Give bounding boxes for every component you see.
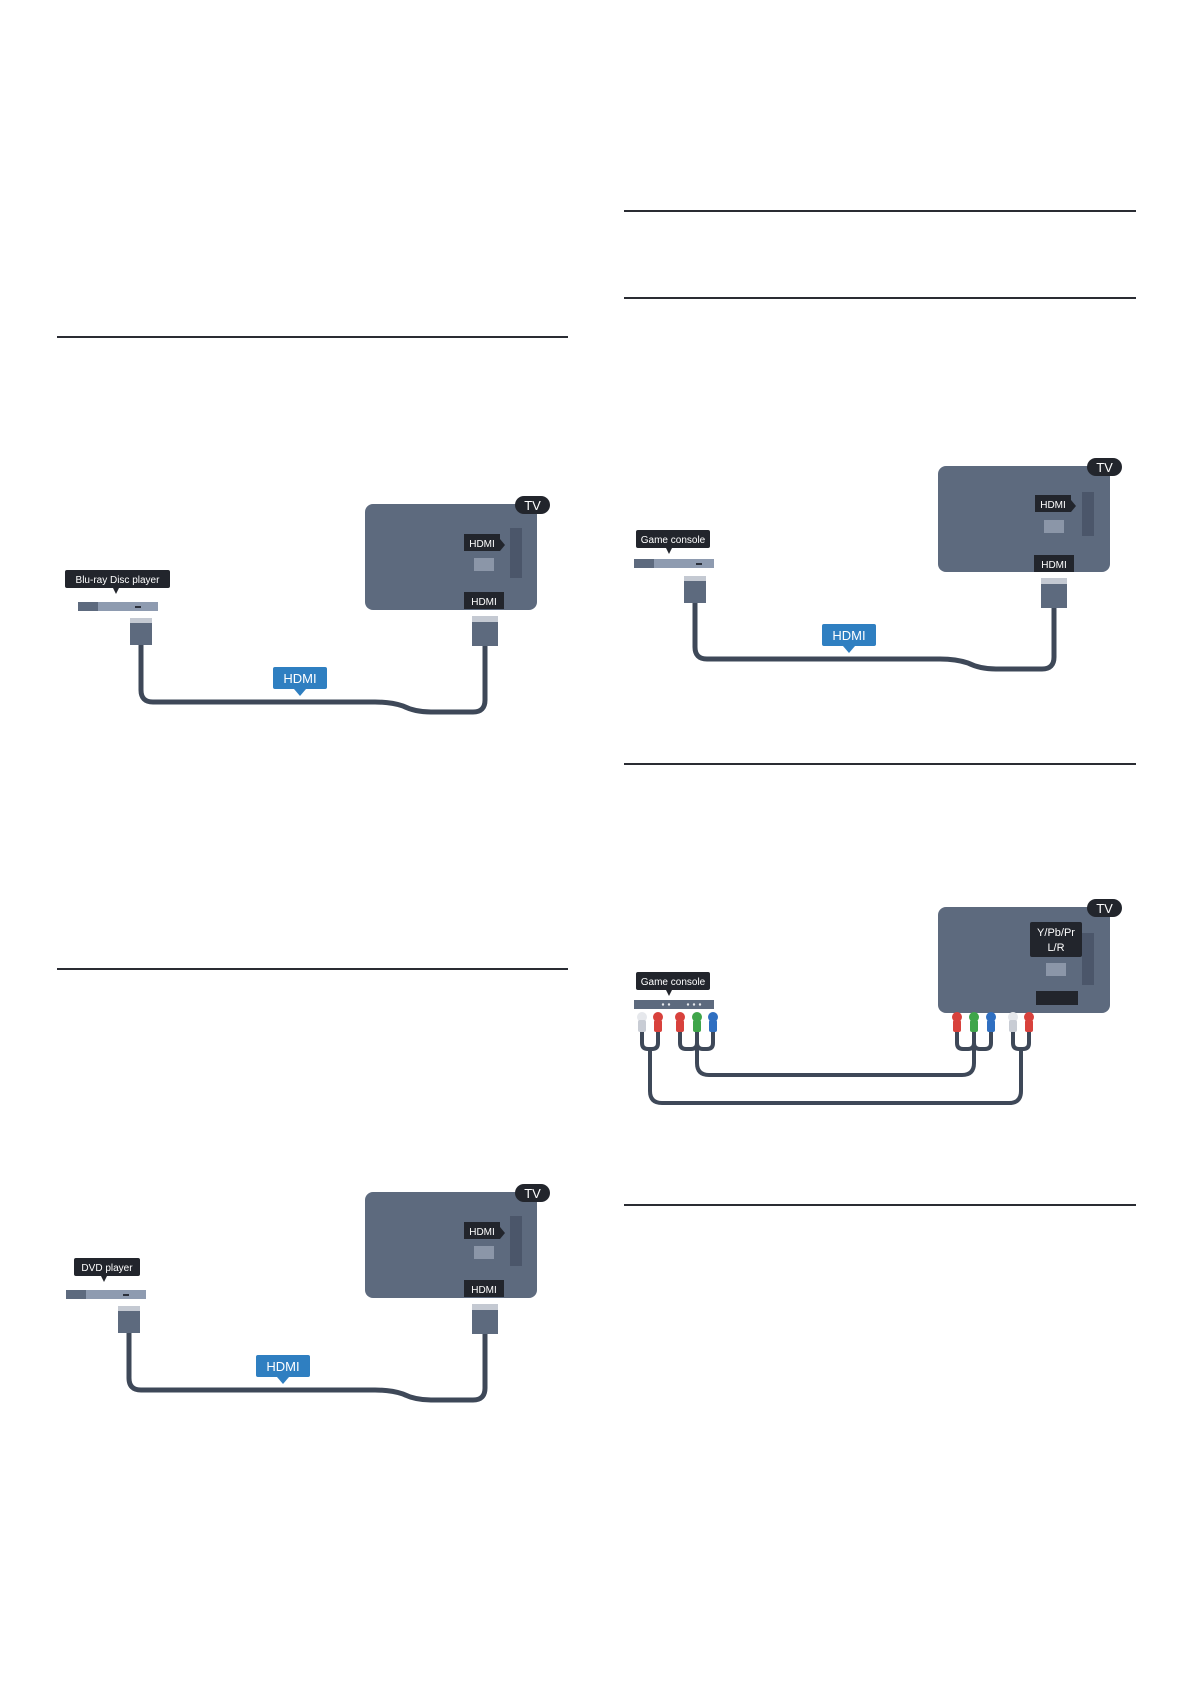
- audio-cable: [640, 1032, 1031, 1105]
- tv-badge: [1087, 899, 1122, 917]
- hdmi-port-label-bottom: HDMI: [471, 1285, 497, 1296]
- tv-side-slot: [510, 1216, 522, 1266]
- component-video-cable: [678, 1032, 993, 1077]
- tv-badge: [1087, 458, 1122, 476]
- hdmi-port-label-bottom-bg: [1034, 555, 1074, 572]
- device-hdmi-plug-body: [130, 623, 152, 645]
- component-port-label-bg: [1030, 922, 1082, 957]
- device-hdmi-plug-head: [684, 576, 706, 581]
- hdmi-port-label-top-bg: [1035, 495, 1071, 512]
- device-label: Game console: [641, 977, 706, 988]
- hdmi-port-label-bottom: HDMI: [1041, 560, 1067, 571]
- tv-hdmi-plug-body: [472, 1310, 498, 1334]
- device-label-bg: [65, 570, 170, 588]
- hdmi-port-label-bottom-bg: [464, 1280, 504, 1297]
- device-hdmi-plug-head: [130, 618, 152, 623]
- section-rule-right-1: [624, 210, 1136, 212]
- tv-side-slot: [1082, 492, 1094, 536]
- bluray-hdmi-diagram: TV HDMI HDMI Blu-ray Disc player HDMI: [55, 490, 565, 720]
- device-hdmi-plug-body: [684, 581, 706, 603]
- tv-hdmi-plug-body: [1041, 584, 1067, 608]
- hdmi-cable-label-bg: [822, 624, 876, 646]
- component-port-label-line2: L/R: [1047, 942, 1064, 954]
- hdmi-cable-label-bg: [273, 667, 327, 689]
- tv-hdmi-plug-head: [1041, 578, 1067, 584]
- device-label-bg: [636, 530, 710, 548]
- device-label: Game console: [641, 535, 706, 546]
- hdmi-cable: [692, 603, 1057, 672]
- tv-badge-label: TV: [1096, 901, 1113, 916]
- tv-side-slot: [1082, 933, 1094, 985]
- device-body: [634, 559, 714, 568]
- tv-badge-label: TV: [524, 498, 541, 513]
- dvd-hdmi-diagram: TV HDMI HDMI DVD player HDMI: [55, 1178, 565, 1408]
- device-label-bg: [74, 1258, 140, 1276]
- hdmi-port-label-top: HDMI: [469, 539, 495, 550]
- component-port-label-line1: Y/Pb/Pr: [1037, 927, 1075, 939]
- tv-body: [365, 504, 537, 610]
- device-body: [634, 1000, 714, 1009]
- tv-body: [365, 1192, 537, 1298]
- hdmi-port-socket: [474, 1246, 494, 1259]
- game-console-component-diagram: TV Y/Pb/Pr L/R Game console: [630, 893, 1140, 1123]
- device-hdmi-plug-body: [118, 1311, 140, 1333]
- hdmi-cable: [126, 1333, 488, 1403]
- tv-side-slot: [510, 528, 522, 578]
- hdmi-cable-label: HDMI: [832, 628, 865, 643]
- device-rca-plugs: [637, 1012, 718, 1032]
- hdmi-port-label-top-bg: [464, 534, 500, 551]
- section-rule-left-2: [57, 968, 568, 970]
- tv-badge: [515, 1184, 550, 1202]
- game-console-hdmi-diagram: TV HDMI HDMI Game console HDMI: [630, 452, 1140, 682]
- tv-hdmi-plug-head: [472, 616, 498, 622]
- hdmi-cable-label: HDMI: [266, 1359, 299, 1374]
- hdmi-port-label-top: HDMI: [469, 1227, 495, 1238]
- device-label: Blu-ray Disc player: [76, 575, 161, 586]
- hdmi-cable: [138, 645, 488, 715]
- device-label: DVD player: [81, 1263, 133, 1274]
- device-body: [78, 602, 158, 611]
- section-rule-left-1: [57, 336, 568, 338]
- hdmi-port-socket: [474, 558, 494, 571]
- hdmi-cable-label: HDMI: [283, 671, 316, 686]
- section-rule-right-2: [624, 297, 1136, 299]
- tv-badge-label: TV: [524, 1186, 541, 1201]
- tv-body: [938, 466, 1110, 572]
- device-label-bg: [636, 972, 710, 990]
- tv-bottom-strip: [1036, 991, 1078, 1005]
- hdmi-port-label-bottom: HDMI: [471, 597, 497, 608]
- hdmi-cable-label-bg: [256, 1355, 310, 1377]
- hdmi-port-label-top: HDMI: [1040, 500, 1066, 511]
- tv-badge: [515, 496, 550, 514]
- component-port-socket: [1046, 963, 1066, 976]
- section-rule-right-3: [624, 763, 1136, 765]
- hdmi-port-socket: [1044, 520, 1064, 533]
- tv-rca-plugs: [952, 1012, 1034, 1032]
- hdmi-port-label-top-bg: [464, 1222, 500, 1239]
- device-body: [66, 1290, 146, 1299]
- section-rule-right-4: [624, 1204, 1136, 1206]
- tv-badge-label: TV: [1096, 460, 1113, 475]
- tv-hdmi-plug-body: [472, 622, 498, 646]
- device-hdmi-plug-head: [118, 1306, 140, 1311]
- hdmi-port-label-bottom-bg: [464, 592, 504, 609]
- tv-hdmi-plug-head: [472, 1304, 498, 1310]
